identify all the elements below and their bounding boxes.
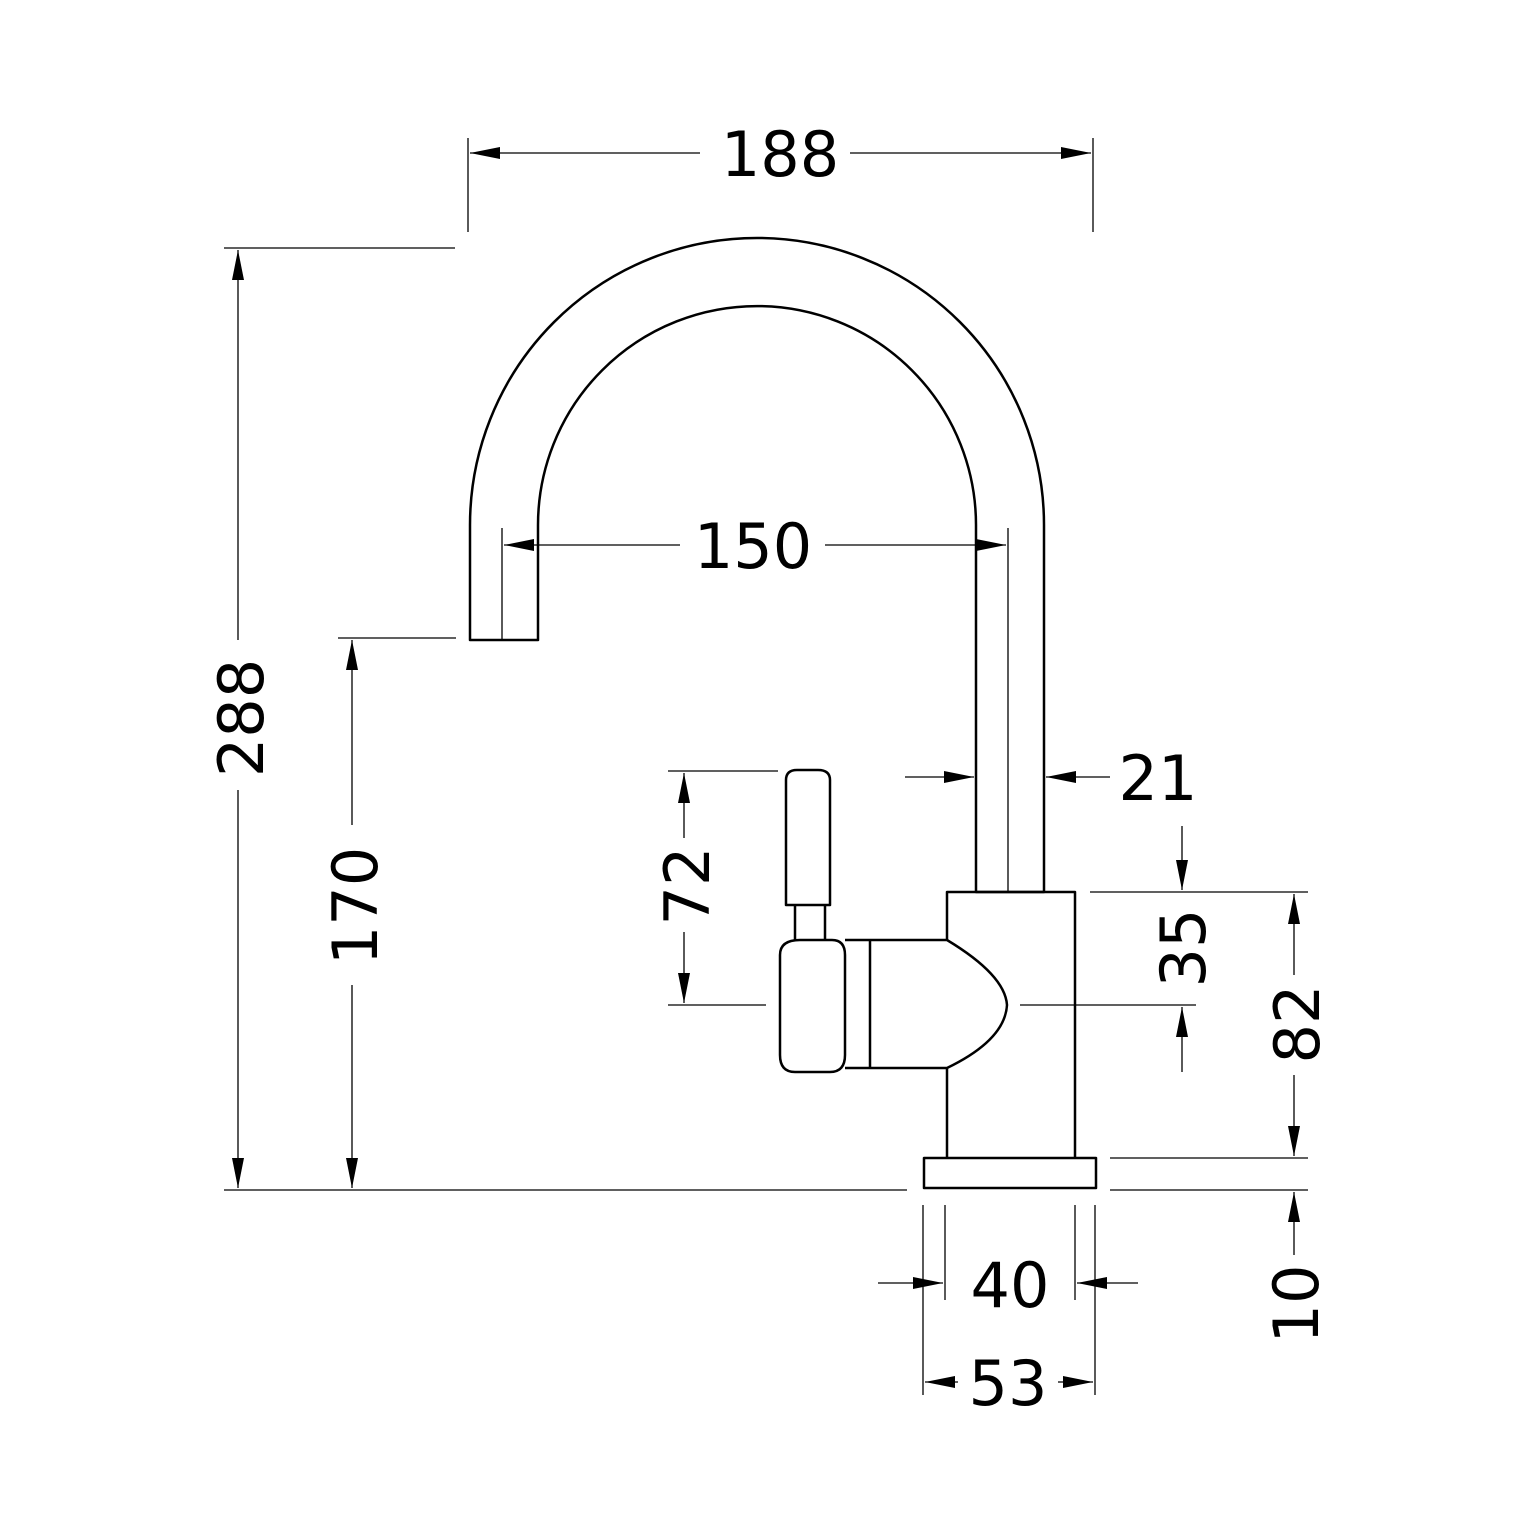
spout [468,236,1046,894]
dim-label-170: 170 [319,847,392,965]
dim-label-35: 35 [1147,909,1220,988]
tap-body [945,890,1077,1158]
dim-label-150: 150 [694,510,812,583]
dimension-lines [224,138,1308,1395]
dim-label-53: 53 [969,1347,1048,1420]
dimension-labels: 188 150 21 288 170 72 35 82 10 40 53 [205,118,1334,1420]
base-plate [922,1156,1098,1190]
dim-label-288: 288 [205,659,278,777]
dim-label-82: 82 [1261,985,1334,1064]
lever-stem [793,905,827,940]
dim-label-188: 188 [721,118,839,191]
dim-label-40: 40 [971,1249,1050,1322]
dim-label-21: 21 [1119,742,1198,815]
tap-outline [468,236,1098,1190]
lever-cap [778,938,847,1074]
lever-housing [845,938,1009,1070]
lever-handle [784,768,832,907]
dim-label-10: 10 [1260,1265,1333,1344]
dim-label-72: 72 [651,847,724,926]
